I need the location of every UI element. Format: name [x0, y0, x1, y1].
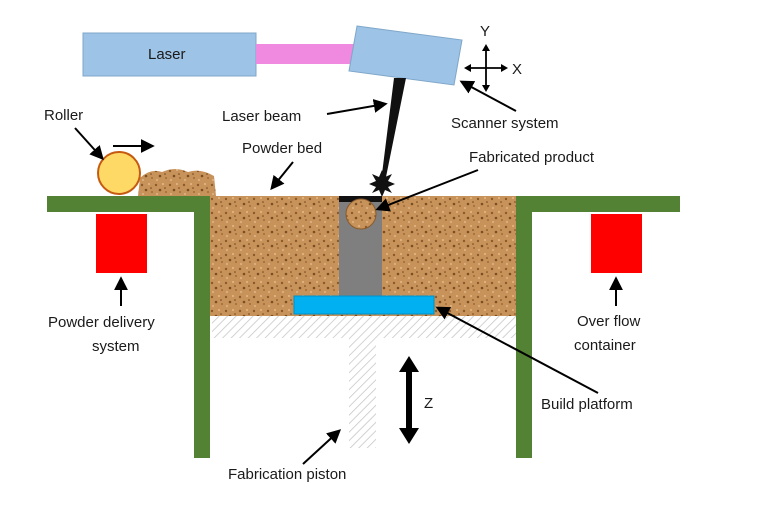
laser-beam-label: Laser beam [222, 108, 301, 125]
laser-box [82, 32, 257, 77]
fabrication-piston-leader [302, 429, 342, 465]
build-platform [293, 295, 435, 315]
scanner-leader [459, 80, 517, 112]
fabrication-piston-label: Fabrication piston [228, 466, 346, 483]
roller-leader [74, 127, 104, 161]
z-double-arrow-icon [399, 356, 419, 444]
scanner-system-label: Scanner system [451, 115, 559, 132]
powder-delivery-label-line1: Powder delivery [48, 314, 155, 331]
laser-unit: Laser [82, 32, 356, 77]
machine-frame [47, 196, 680, 458]
overflow-label-line2: container [574, 337, 636, 354]
laser-label: Laser [148, 46, 186, 63]
fabricated-product-leader [375, 169, 479, 212]
overflow-container [591, 214, 642, 273]
laser-beam [381, 78, 406, 182]
axis-y-label: Y [480, 23, 490, 40]
build-platform-label: Build platform [541, 396, 633, 413]
powder-delivery-label-line2: system [92, 338, 140, 355]
axis-x-label: X [512, 61, 522, 78]
powder-delivery-container [96, 214, 147, 273]
build-platform-leader [435, 306, 599, 394]
scanner-box [348, 25, 463, 86]
fabrication-piston [349, 338, 376, 448]
overflow-label-line1: Over flow [577, 313, 641, 330]
xy-axes-icon [464, 44, 508, 92]
roller-label: Roller [44, 107, 83, 124]
fabricated-product-label: Fabricated product [469, 149, 595, 166]
leader-arrows [74, 80, 623, 465]
roller [97, 151, 141, 195]
fabricated-product-circle [345, 198, 377, 230]
axis-z-label: Z [424, 395, 433, 412]
spark-icon [369, 170, 395, 197]
powder-bed-label: Powder bed [242, 140, 322, 157]
piston-plate-hatch [212, 316, 516, 338]
laser-beam-leader [326, 99, 388, 115]
powder-bed-leader [270, 161, 294, 191]
scanner-system [348, 25, 463, 86]
powder-pile [138, 169, 216, 196]
laser-link [256, 44, 356, 64]
